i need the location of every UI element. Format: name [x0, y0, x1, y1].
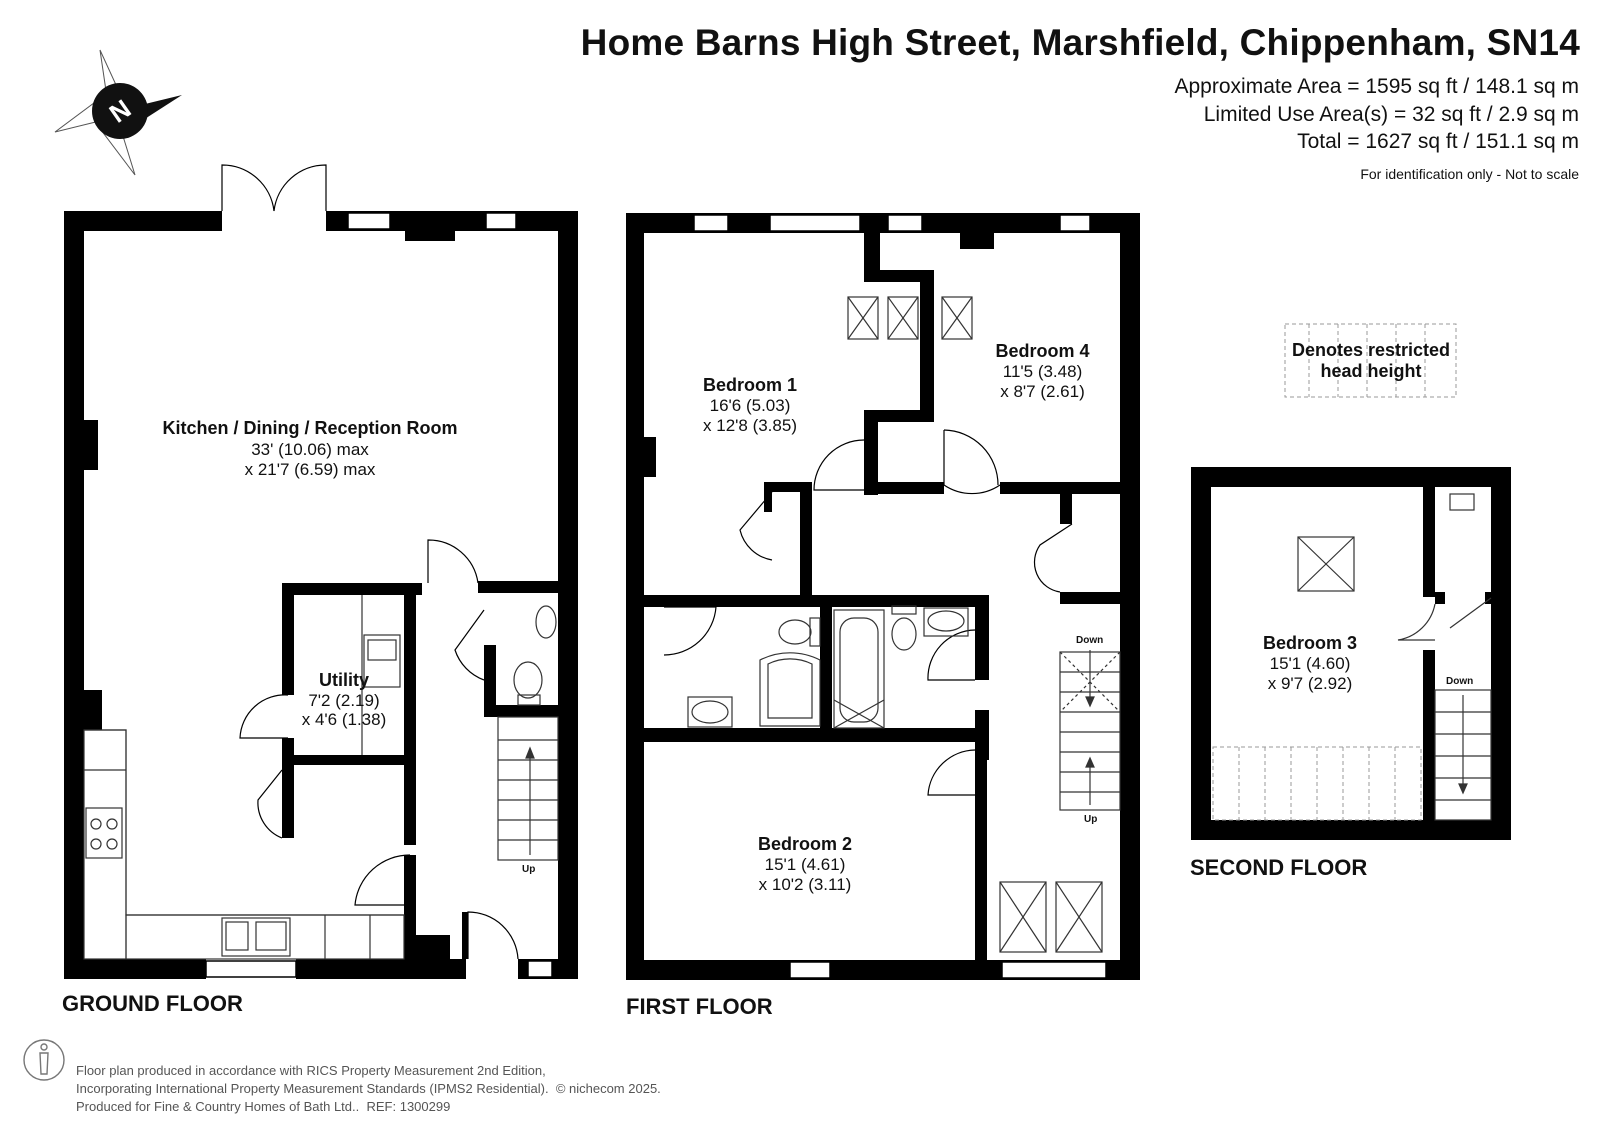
scale-note: For identification only - Not to scale — [1360, 166, 1579, 182]
room-dim-bedroom-1-2: x 12'8 (3.85) — [703, 416, 797, 435]
room-dim-bedroom-2-1: 15'1 (4.61) — [764, 855, 846, 874]
ground-floor-label: GROUND FLOOR — [62, 991, 243, 1016]
restricted-head-height-area — [1212, 746, 1422, 821]
room-name-utility: Utility — [318, 670, 369, 690]
second-floor-walls — [1191, 467, 1511, 840]
room-dim-bedroom-3-2: x 9'7 (2.92) — [1267, 674, 1353, 693]
ground-stairs-up-label: Up — [522, 864, 536, 875]
footer-line-1: Floor plan produced in accordance with R… — [76, 1063, 546, 1078]
room-dim-kitchen-1: 33' (10.06) max — [251, 440, 369, 459]
second-floor-stairs — [1434, 689, 1492, 821]
ground-floor-windows — [205, 212, 553, 978]
room-name-bedroom-4: Bedroom 4 — [995, 341, 1090, 361]
kitchen-fixtures — [83, 595, 557, 960]
room-dim-utility-1: 7'2 (2.19) — [308, 691, 380, 710]
second-stairs-down-label: Down — [1446, 676, 1474, 687]
room-name-bedroom-1: Bedroom 1 — [702, 375, 798, 395]
total-area: Total = 1627 sq ft / 151.1 sq m — [1297, 130, 1579, 153]
footer-line-3: Produced for Fine & Country Homes of Bat… — [76, 1099, 360, 1114]
legend-line-1: Denotes restricted — [1291, 340, 1451, 360]
room-dim-kitchen-2: x 21'7 (6.59) max — [244, 460, 376, 479]
first-floor-walls — [626, 213, 1140, 980]
ground-floor-doors — [221, 164, 519, 960]
first-floor-windows — [693, 214, 1107, 979]
bathroom-fixtures — [687, 605, 969, 729]
room-dim-bedroom-4-2: x 8'7 (2.61) — [1000, 382, 1085, 401]
person-icon — [23, 1039, 65, 1081]
room-name-bedroom-3: Bedroom 3 — [1262, 633, 1358, 653]
limited-use-area: Limited Use Area(s) = 32 sq ft / 2.9 sq … — [1203, 103, 1579, 126]
legend-restricted-head-height: Denotes restricted head height — [1276, 340, 1466, 382]
first-floor-stairs — [1059, 650, 1121, 811]
ground-floor-walls — [64, 211, 578, 979]
room-dim-bedroom-3-1: 15'1 (4.60) — [1269, 654, 1351, 673]
approximate-area: Approximate Area = 1595 sq ft / 148.1 sq… — [1174, 75, 1580, 98]
first-floor-skylights — [847, 296, 1103, 953]
room-dim-bedroom-2-2: x 10'2 (3.11) — [758, 875, 852, 894]
footer-line-2: Incorporating International Property Mea… — [76, 1081, 549, 1096]
legend-line-2: head height — [1320, 361, 1422, 381]
second-floor-label: SECOND FLOOR — [1190, 855, 1368, 880]
first-stairs-up-label: Up — [1084, 814, 1098, 825]
page-title: Home Barns High Street, Marshfield, Chip… — [580, 22, 1580, 63]
room-name-kitchen: Kitchen / Dining / Reception Room — [162, 418, 458, 438]
ground-floor-stairs — [497, 716, 559, 861]
second-floor-fixtures — [1297, 493, 1492, 641]
room-dim-utility-2: x 4'6 (1.38) — [301, 710, 387, 729]
first-stairs-down-label: Down — [1076, 635, 1104, 646]
footer-copyright: © nichecom 2025. — [555, 1081, 661, 1096]
first-floor-doors — [663, 429, 1073, 796]
room-name-bedroom-2: Bedroom 2 — [757, 834, 853, 854]
first-floor-label: FIRST FLOOR — [626, 994, 773, 1019]
room-dim-bedroom-4-1: 11'5 (3.48) — [1002, 362, 1083, 381]
compass-icon: N — [54, 49, 182, 176]
legend-hatch-box — [1284, 323, 1457, 398]
footer: Floor plan produced in accordance with R… — [76, 1062, 661, 1116]
room-dim-bedroom-1-1: 16'6 (5.03) — [709, 396, 791, 415]
footer-ref: REF: 1300299 — [366, 1099, 451, 1114]
